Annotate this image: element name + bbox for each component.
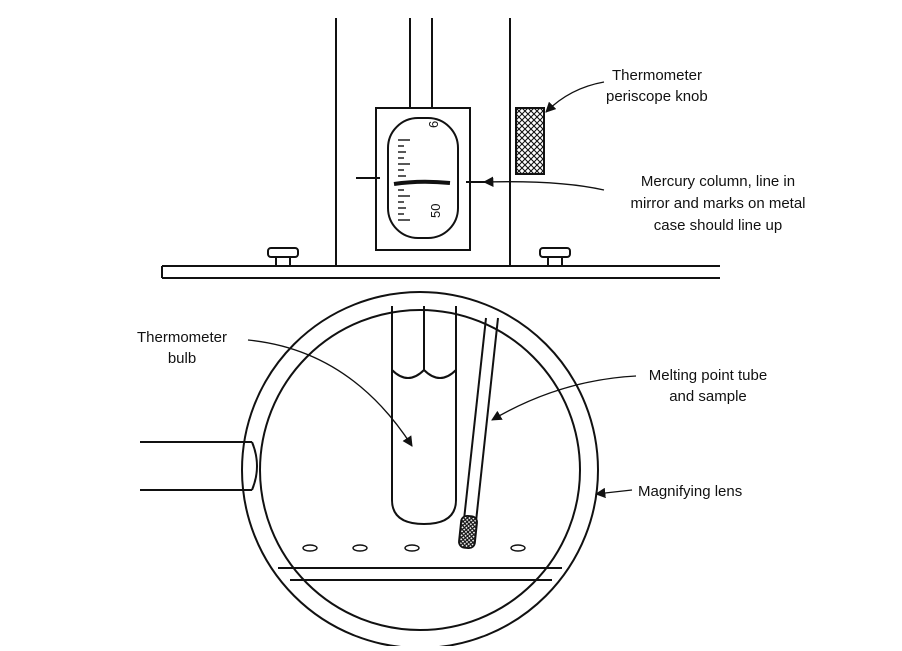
periscope-mirror-window	[387, 117, 459, 239]
scale-number-lower: 50	[428, 204, 443, 218]
leader-mercury-column	[482, 176, 605, 191]
magnifying-lens-inner-ring	[259, 309, 581, 631]
base-screw-right	[539, 247, 571, 267]
leader-magnifying-lens	[594, 487, 633, 499]
periscope-knob	[515, 107, 545, 175]
svg-text:case should line up: case should line up	[654, 217, 782, 234]
apparatus-front-view: 6 50	[161, 18, 720, 279]
heating-block-holes	[302, 544, 526, 552]
periscope-window-plate	[375, 107, 471, 251]
label-periscope-knob: Thermometer periscope knob	[606, 67, 708, 105]
melting-point-tube-left	[461, 317, 487, 539]
label-magnifying-lens: Magnifying lens	[638, 483, 742, 500]
leader-thermometer-bulb	[247, 339, 413, 447]
label-mercury-column: Mercury column, line in mirror and marks…	[630, 173, 805, 234]
svg-text:periscope knob: periscope knob	[606, 88, 708, 105]
magnifying-lens-outer-ring	[241, 291, 599, 649]
thermometer-scale-ticks	[398, 139, 410, 221]
base-screw-left	[267, 247, 299, 267]
scale-number-upper: 6	[426, 121, 441, 128]
magnified-view	[140, 291, 599, 649]
thermometer-bulb	[391, 306, 457, 526]
label-thermometer-bulb: Thermometer bulb	[137, 329, 227, 367]
svg-text:Melting point tube: Melting point tube	[649, 367, 767, 384]
melting-point-tube-right	[473, 317, 499, 541]
svg-text:mirror and marks on metal: mirror and marks on metal	[630, 195, 805, 212]
svg-text:and sample: and sample	[669, 388, 747, 405]
svg-text:Thermometer: Thermometer	[612, 67, 702, 84]
leader-melting-point-tube	[491, 375, 637, 421]
melting-point-sample	[458, 514, 478, 550]
svg-text:Mercury column, line in: Mercury column, line in	[641, 173, 795, 190]
leader-periscope-knob	[545, 81, 605, 113]
mercury-column-line	[393, 179, 451, 186]
svg-text:Thermometer: Thermometer	[137, 329, 227, 346]
svg-text:bulb: bulb	[168, 350, 196, 367]
leader-lines	[247, 81, 637, 499]
label-melting-point-tube: Melting point tube and sample	[649, 367, 767, 405]
svg-text:Magnifying lens: Magnifying lens	[638, 483, 742, 500]
